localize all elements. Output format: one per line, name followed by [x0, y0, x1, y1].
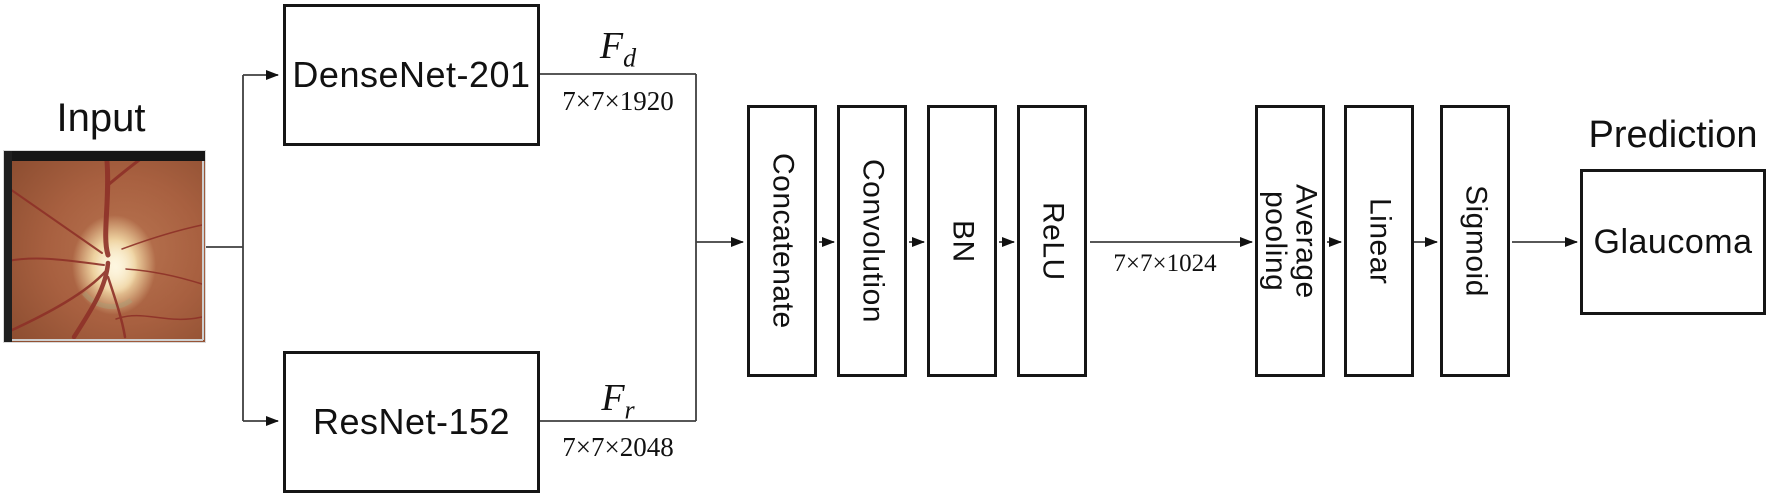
fr-shape-label: 7×7×2048 — [562, 432, 674, 462]
relu-label: ReLU — [1036, 201, 1070, 281]
densenet-label: DenseNet-201 — [292, 54, 531, 95]
retinal-vessels — [7, 153, 203, 340]
resnet-box: ResNet-152 — [283, 351, 540, 493]
glaucoma-box: Glaucoma — [1580, 169, 1766, 315]
feature-fd: Fd — [553, 24, 683, 74]
bn-box: BN — [927, 105, 997, 377]
sigmoid-box: Sigmoid — [1440, 105, 1510, 377]
photo-left-bar — [4, 151, 12, 342]
densenet-box: DenseNet-201 — [283, 4, 540, 146]
glaucoma-label: Glaucoma — [1593, 222, 1753, 261]
convolution-label: Convolution — [856, 159, 890, 323]
linear-box: Linear — [1344, 105, 1414, 377]
fused-shape-label: 7×7×1024 — [1113, 250, 1217, 277]
bn-label: BN — [946, 219, 980, 263]
fr-subscript: r — [624, 395, 635, 425]
fd-subscript: d — [623, 43, 637, 73]
avgpool-label: Average pooling — [1259, 183, 1323, 299]
linear-label: Linear — [1363, 197, 1397, 285]
resnet-label: ResNet-152 — [312, 401, 511, 442]
feature-fr: Fr — [553, 376, 683, 426]
concatenate-box: Concatenate — [747, 105, 817, 377]
fundus-image — [3, 150, 206, 343]
fd-shape-label: 7×7×1920 — [562, 86, 674, 116]
relu-box: ReLU — [1017, 105, 1087, 377]
photo-light-edge — [12, 161, 204, 341]
fr-symbol: F — [601, 377, 625, 419]
sigmoid-label: Sigmoid — [1459, 185, 1493, 297]
photo-top-bar — [4, 151, 205, 161]
prediction-label: Prediction — [1588, 114, 1758, 156]
fd-symbol: F — [599, 25, 624, 67]
avgpool-box: Average pooling — [1255, 105, 1325, 377]
fundus-art — [4, 151, 205, 342]
convolution-box: Convolution — [837, 105, 907, 377]
disc-rim — [82, 291, 133, 310]
concatenate-label: Concatenate — [766, 153, 800, 329]
input-label: Input — [56, 96, 146, 140]
